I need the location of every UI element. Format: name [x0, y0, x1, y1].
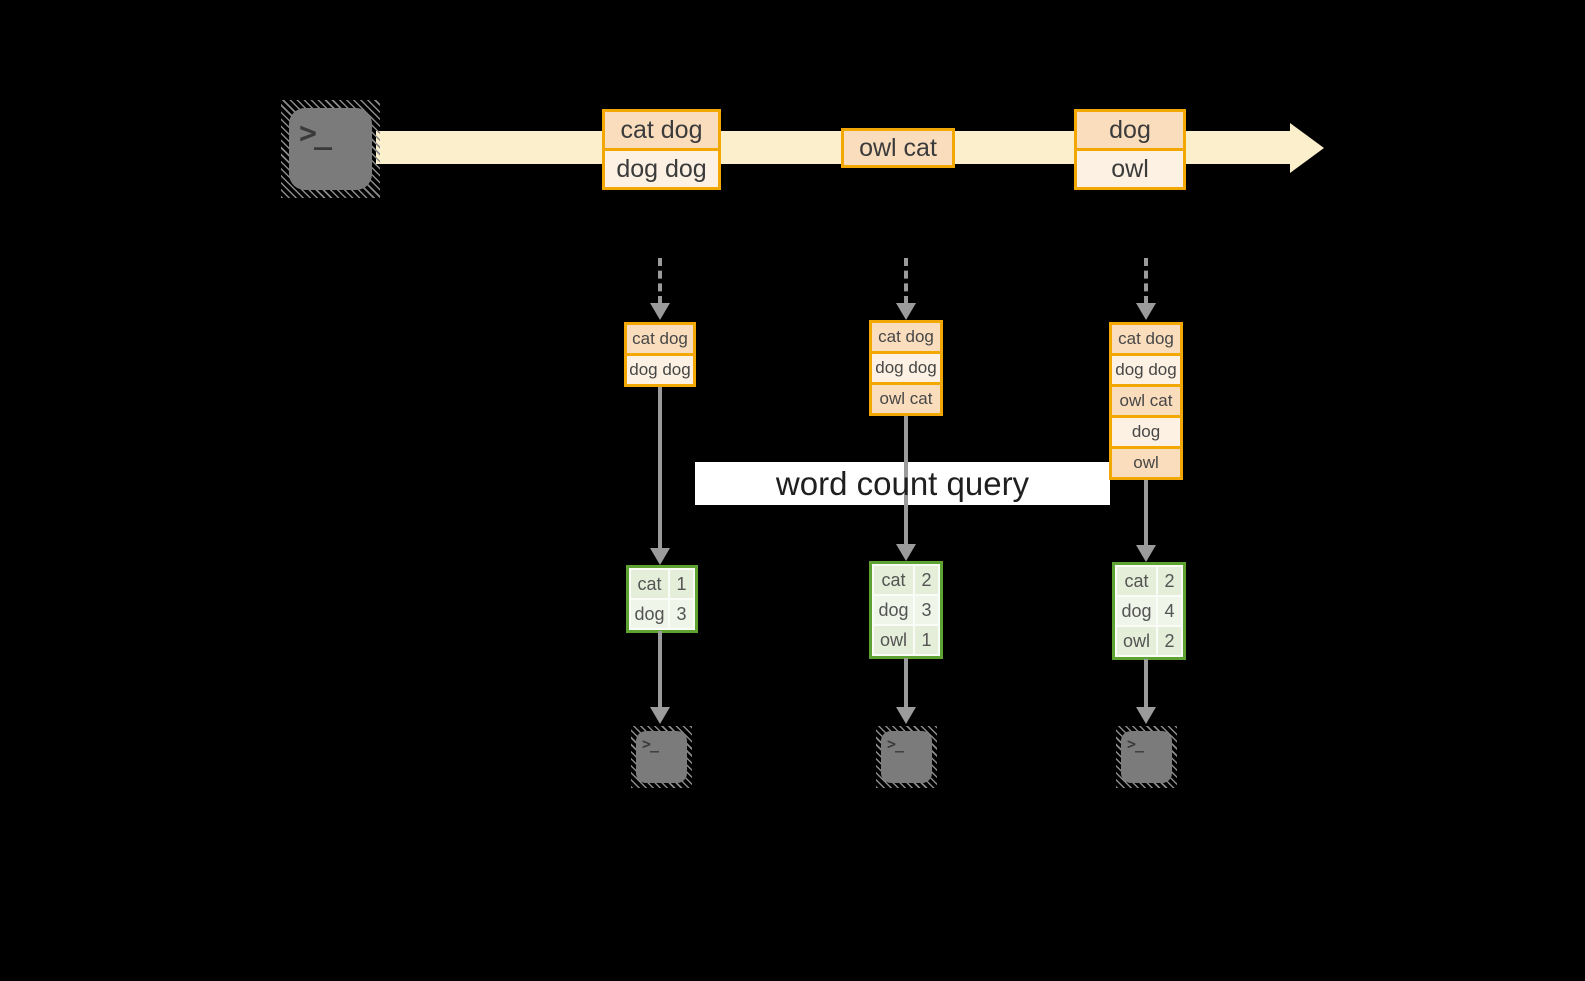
stream-word: dog dog — [605, 151, 718, 187]
stream-word: cat dog — [605, 112, 718, 148]
query-band — [695, 462, 1110, 505]
sink-terminal-icon-1: >_ — [631, 726, 692, 788]
count-word: dog — [1117, 597, 1156, 625]
state-box-3: cat dog dog dog owl cat dog owl — [1109, 322, 1183, 480]
stream-word: owl cat — [844, 131, 952, 165]
arrowhead-down-icon — [650, 548, 670, 565]
sink-terminal-icon-3: >_ — [1116, 726, 1177, 788]
state-to-count-arrow-3 — [1144, 480, 1148, 545]
state-box-2: cat dog dog dog owl cat — [869, 320, 943, 416]
stream-arrowhead-icon — [1290, 123, 1324, 173]
terminal-prompt-glyph: >_ — [1127, 735, 1144, 753]
arrowhead-down-icon — [650, 707, 670, 724]
terminal-prompt-glyph: >_ — [299, 116, 332, 151]
terminal-screen: >_ — [881, 731, 932, 783]
stream-to-state-arrow-3 — [1144, 258, 1148, 304]
state-line: cat dog — [627, 325, 693, 353]
count-word: cat — [1117, 567, 1156, 595]
count-value: 1 — [670, 570, 693, 598]
count-value: 2 — [1158, 627, 1181, 655]
query-label: word count query — [775, 465, 1030, 502]
count-table-3: cat 2 dog 4 owl 2 — [1112, 562, 1186, 660]
stream-message-box-3: dog owl — [1074, 109, 1186, 190]
terminal-screen: >_ — [636, 731, 687, 783]
count-to-sink-arrow-1 — [658, 631, 662, 707]
stream-word: owl — [1077, 151, 1183, 187]
count-value: 1 — [915, 626, 938, 654]
count-word: owl — [1117, 627, 1156, 655]
terminal-screen: >_ — [1121, 731, 1172, 783]
arrowhead-down-icon — [1136, 707, 1156, 724]
count-value: 3 — [915, 596, 938, 624]
arrowhead-down-icon — [1136, 303, 1156, 320]
arrowhead-down-icon — [650, 303, 670, 320]
state-line: owl — [1112, 449, 1180, 477]
state-line: dog dog — [627, 356, 693, 384]
state-line: dog — [1112, 418, 1180, 446]
state-to-count-arrow-2 — [904, 416, 908, 544]
terminal-prompt-glyph: >_ — [887, 735, 904, 753]
count-word: cat — [631, 570, 668, 598]
state-line: owl cat — [1112, 387, 1180, 415]
stream-word: dog — [1077, 112, 1183, 148]
stream-message-box-1: cat dog dog dog — [602, 109, 721, 190]
stream-to-state-arrow-1 — [658, 258, 662, 304]
count-word: dog — [631, 600, 668, 628]
arrowhead-down-icon — [1136, 545, 1156, 562]
arrowhead-down-icon — [896, 707, 916, 724]
count-to-sink-arrow-2 — [904, 658, 908, 707]
state-line: cat dog — [872, 323, 940, 351]
sink-terminal-icon-2: >_ — [876, 726, 937, 788]
terminal-screen: >_ — [289, 108, 372, 190]
count-word: owl — [874, 626, 913, 654]
arrowhead-down-icon — [896, 303, 916, 320]
count-word: cat — [874, 566, 913, 594]
count-table-1: cat 1 dog 3 — [626, 565, 698, 633]
stream-to-state-arrow-2 — [904, 258, 908, 304]
state-line: dog dog — [1112, 356, 1180, 384]
state-line: owl cat — [872, 385, 940, 413]
count-to-sink-arrow-3 — [1144, 659, 1148, 707]
count-table-2: cat 2 dog 3 owl 1 — [869, 561, 943, 659]
arrowhead-down-icon — [896, 544, 916, 561]
count-value: 4 — [1158, 597, 1181, 625]
count-word: dog — [874, 596, 913, 624]
state-box-1: cat dog dog dog — [624, 322, 696, 387]
stream-message-box-2: owl cat — [841, 128, 955, 168]
count-value: 2 — [915, 566, 938, 594]
count-value: 2 — [1158, 567, 1181, 595]
state-to-count-arrow-1 — [658, 387, 662, 548]
state-line: cat dog — [1112, 325, 1180, 353]
terminal-prompt-glyph: >_ — [642, 735, 659, 753]
state-line: dog dog — [872, 354, 940, 382]
count-value: 3 — [670, 600, 693, 628]
source-terminal-icon: >_ — [281, 100, 380, 198]
